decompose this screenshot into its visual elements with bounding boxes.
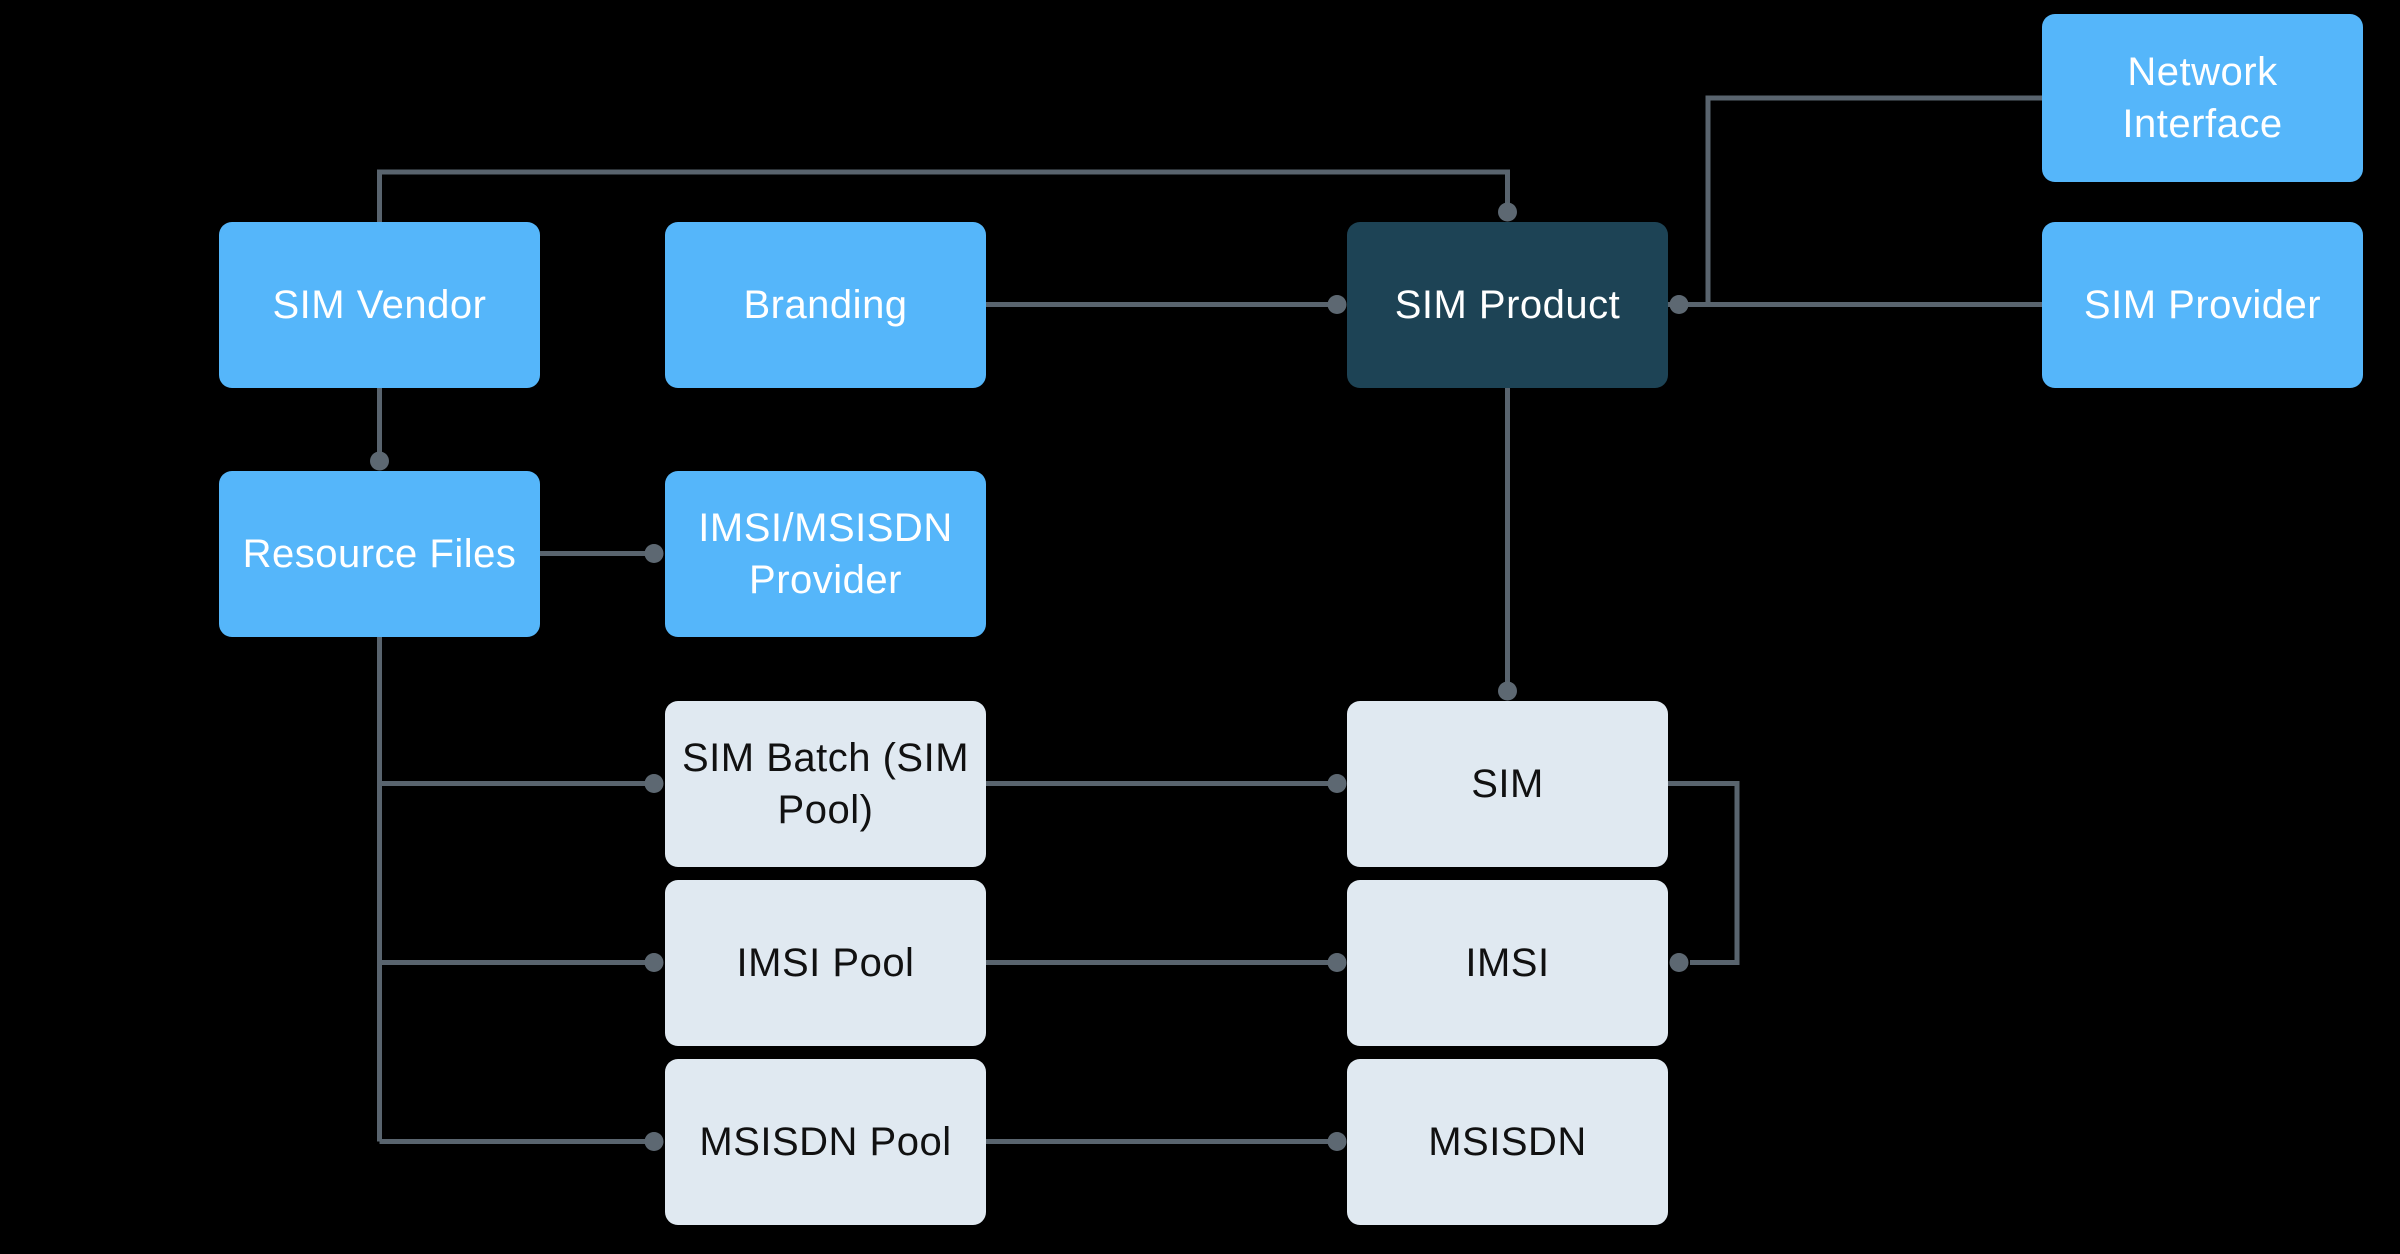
edge-endpoint-dot [644, 1132, 664, 1151]
node-label: MSISDN [1428, 1120, 1587, 1164]
edge-sim-product-network-interface [1705, 95, 2042, 305]
edge-sim-product-sim-provider [1668, 295, 2042, 314]
node-label: SIM Product [1394, 283, 1621, 327]
edge-resource-files-imsi-msisdn-provider [540, 544, 664, 563]
node-msisdn-pool[interactable]: MSISDN Pool [665, 1059, 986, 1225]
node-label: SIM Provider [2083, 283, 2322, 327]
edge-branding-sim-product [986, 295, 1347, 314]
edge-sim-vendor-resource-files [370, 388, 389, 471]
node-label: Network Interface [2122, 50, 2283, 146]
edge-msisdn-pool-msisdn [986, 1132, 1347, 1151]
node-imsi[interactable]: IMSI [1347, 880, 1668, 1046]
edge-sim-vendor-sim-product [377, 169, 1517, 222]
edge-endpoint-dot [644, 774, 664, 793]
node-sim-product[interactable]: SIM Product [1347, 222, 1668, 388]
edge-endpoint-dot [644, 953, 664, 972]
node-label: IMSI Pool [736, 941, 915, 985]
node-label: MSISDN Pool [699, 1120, 952, 1164]
node-imsi-msisdn-provider[interactable]: IMSI/MSISDN Provider [665, 471, 986, 637]
edge-endpoint-dot [644, 544, 664, 563]
edge-endpoint-dot [1327, 1132, 1347, 1151]
node-label: SIM Batch (SIM Pool) [681, 736, 970, 832]
node-label: IMSI/MSISDN Provider [698, 506, 953, 602]
node-sim-vendor[interactable]: SIM Vendor [219, 222, 540, 388]
edge-resource-files-msisdn-pool [379, 1132, 664, 1151]
edge-endpoint-dot [1669, 953, 1689, 972]
node-sim[interactable]: SIM [1347, 701, 1668, 867]
node-msisdn[interactable]: MSISDN [1347, 1059, 1668, 1225]
node-sim-provider[interactable]: SIM Provider [2042, 222, 2363, 388]
node-label: SIM Vendor [272, 283, 487, 327]
edge-resource-files-sim-batch [379, 774, 664, 793]
node-label: IMSI [1465, 941, 1550, 985]
node-branding[interactable]: Branding [665, 222, 986, 388]
node-network-interface[interactable]: Network Interface [2042, 14, 2363, 182]
edge-endpoint-dot [1498, 681, 1517, 701]
edge-endpoint-dot [370, 451, 389, 471]
node-imsi-pool[interactable]: IMSI Pool [665, 880, 986, 1046]
edge-resource-files-imsi-pool [379, 953, 664, 972]
edge-endpoint-dot [1327, 295, 1347, 314]
edge-endpoint-dot [1327, 953, 1347, 972]
node-label: Branding [743, 283, 908, 327]
node-label: Resource Files [242, 532, 517, 576]
edge-sim-imsi [1668, 781, 1740, 972]
edge-endpoint-dot [1327, 774, 1347, 793]
edge-imsi-pool-imsi [986, 953, 1347, 972]
edge-endpoint-dot [1498, 202, 1517, 222]
node-label: SIM [1471, 762, 1544, 806]
edge-endpoint-dot [1669, 295, 1689, 314]
node-resource-files[interactable]: Resource Files [219, 471, 540, 637]
edge-sim-batch-sim [986, 774, 1347, 793]
edge-sim-product-sim [1498, 388, 1517, 701]
node-sim-batch[interactable]: SIM Batch (SIM Pool) [665, 701, 986, 867]
